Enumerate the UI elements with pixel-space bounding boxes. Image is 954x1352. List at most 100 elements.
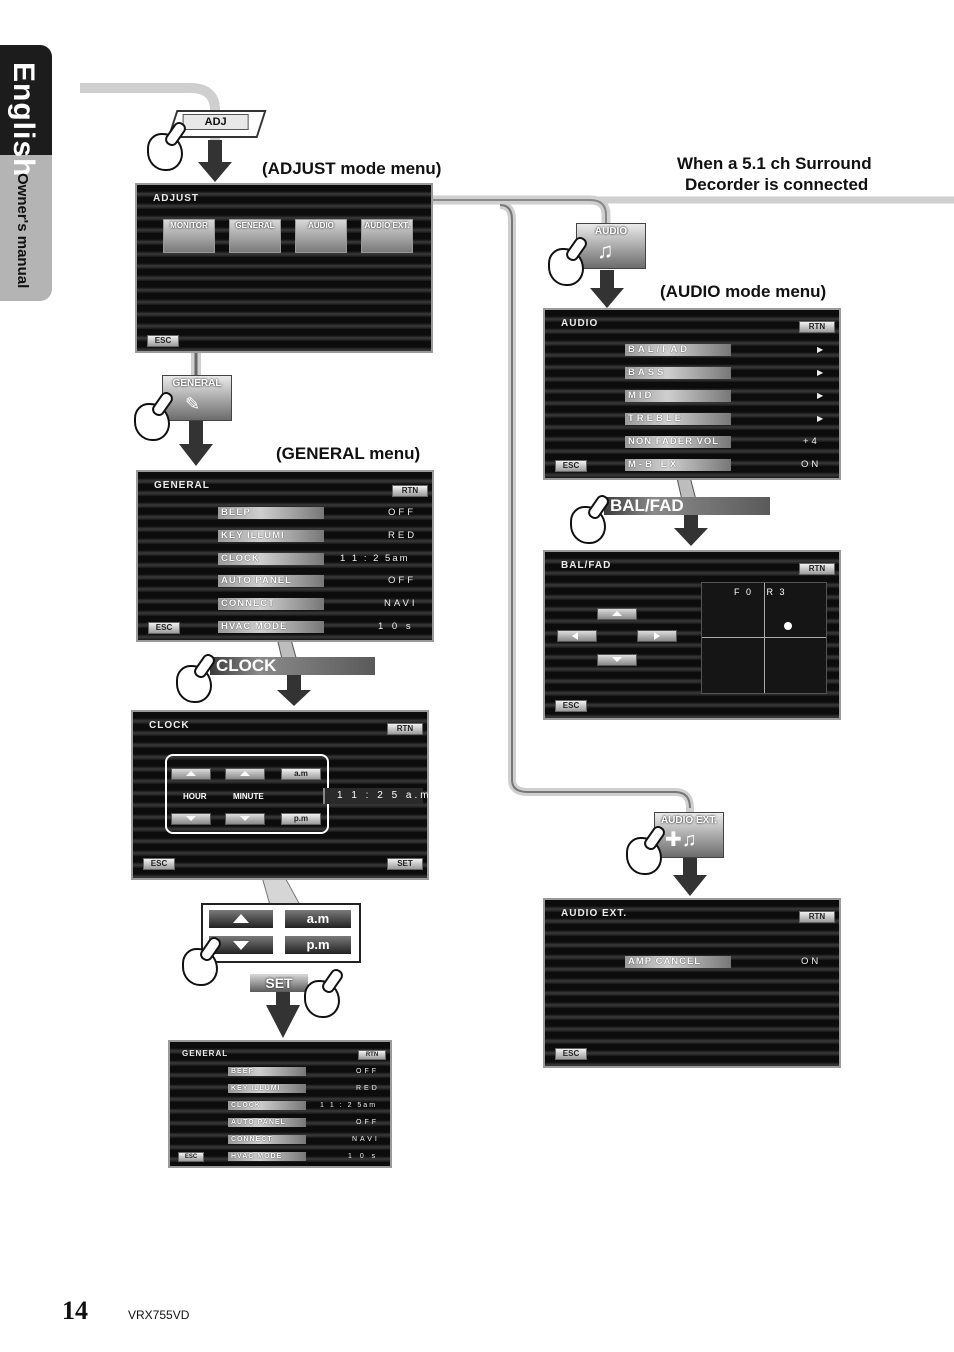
audio-ext-icon-label: AUDIO EXT. bbox=[660, 815, 718, 826]
screen-title: GENERAL bbox=[154, 480, 210, 491]
caption-surround-line2: Decorder is connected bbox=[685, 175, 869, 194]
audio-ext-icon-key[interactable]: AUDIO EXT. ✚♫ bbox=[654, 812, 724, 858]
hand-pointer-icon bbox=[548, 248, 584, 286]
clock-banner[interactable]: CLOCK bbox=[210, 657, 375, 675]
audio-row-balfad[interactable]: BAL/FAD▶ bbox=[625, 344, 833, 358]
tab-general[interactable]: GENERAL bbox=[229, 219, 281, 253]
model-name: VRX755VD bbox=[128, 1308, 190, 1322]
esc-button[interactable]: ESC bbox=[148, 622, 180, 634]
fader-front-button[interactable] bbox=[597, 608, 637, 620]
audio-screen: AUDIO RTN BAL/FAD▶ BASS▶ MID▶ TREBLE▶ NO… bbox=[543, 308, 841, 480]
zoom-am-button[interactable]: a.m bbox=[285, 910, 351, 928]
audio-row-mid[interactable]: MID▶ bbox=[625, 390, 833, 404]
adjust-screen: ADJUST MONITOR GENERAL AUDIO AUDIO EXT. … bbox=[135, 183, 433, 353]
hand-pointer-icon bbox=[626, 837, 662, 875]
esc-button[interactable]: ESC bbox=[555, 1048, 587, 1060]
rtn-button[interactable]: RTN bbox=[799, 321, 835, 333]
rtn-button[interactable]: RTN bbox=[387, 723, 423, 735]
page-number: 14 bbox=[62, 1296, 88, 1325]
pm-button[interactable]: p.m bbox=[281, 813, 321, 825]
rtn-button[interactable]: RTN bbox=[799, 911, 835, 923]
rtn-button[interactable]: RTN bbox=[358, 1050, 386, 1060]
audio-row-treble[interactable]: TREBLE▶ bbox=[625, 413, 833, 427]
zoom-pm-button[interactable]: p.m bbox=[285, 936, 351, 954]
caption-audio-menu: (AUDIO mode menu) bbox=[660, 282, 827, 301]
balfad-banner[interactable]: BAL/FAD bbox=[604, 497, 770, 515]
hour-up-button[interactable] bbox=[171, 768, 211, 780]
music-note-icon: ♫ bbox=[597, 238, 614, 263]
hand-pointer-icon bbox=[176, 665, 212, 703]
set-button[interactable]: SET bbox=[387, 858, 423, 870]
audio-icon-key[interactable]: AUDIO ♫ bbox=[576, 223, 646, 269]
connector-top bbox=[80, 83, 220, 150]
esc-button[interactable]: ESC bbox=[143, 858, 175, 870]
plus-music-icon: ✚♫ bbox=[665, 829, 697, 851]
minute-down-button[interactable] bbox=[225, 813, 265, 825]
esc-button[interactable]: ESC bbox=[178, 1152, 204, 1162]
rtn-button[interactable]: RTN bbox=[799, 563, 835, 575]
tab-monitor[interactable]: MONITOR bbox=[163, 219, 215, 253]
zoom-set-button[interactable]: SET bbox=[250, 974, 308, 992]
language-label: English bbox=[7, 62, 40, 178]
audio-row-non-fader-vol[interactable]: NON FADER VOL+4 bbox=[625, 436, 833, 450]
audio-icon-label: AUDIO bbox=[594, 226, 628, 237]
zoom-up-button[interactable] bbox=[209, 910, 273, 928]
balance-right-button[interactable] bbox=[637, 630, 677, 642]
hand-pointer-icon bbox=[304, 980, 340, 1018]
audio-row-bass[interactable]: BASS▶ bbox=[625, 367, 833, 381]
balfad-screen: BAL/FAD RTN F 0 R 3 ESC bbox=[543, 550, 841, 720]
minute-up-button[interactable] bbox=[225, 768, 265, 780]
hour-down-button[interactable] bbox=[171, 813, 211, 825]
balfad-readout: F 0 R 3 bbox=[734, 587, 787, 597]
manual-label: Owner's manual bbox=[14, 173, 31, 289]
caption-surround-line1: When a 5.1 ch Surround bbox=[677, 154, 872, 173]
down-arrows bbox=[179, 140, 708, 1038]
tab-audio-ext[interactable]: AUDIO EXT. bbox=[361, 219, 413, 253]
clock-time-display: 1 1 : 2 5 a.m. bbox=[323, 788, 434, 804]
zoom-down-button[interactable] bbox=[209, 936, 273, 954]
screen-title: AUDIO EXT. bbox=[561, 908, 628, 919]
screen-title: CLOCK bbox=[149, 720, 190, 731]
general-icon-key[interactable]: GENERAL ✎ bbox=[162, 375, 232, 421]
hand-pointer-icon bbox=[182, 948, 218, 986]
esc-button[interactable]: ESC bbox=[555, 460, 587, 472]
adj-key-label: ADJ bbox=[182, 114, 249, 130]
screen-title: BAL/FAD bbox=[561, 560, 612, 571]
screen-title: ADJUST bbox=[153, 193, 200, 204]
esc-button[interactable]: ESC bbox=[147, 335, 179, 347]
am-button[interactable]: a.m bbox=[281, 768, 321, 780]
hand-pointer-icon bbox=[147, 133, 183, 171]
balance-left-button[interactable] bbox=[557, 630, 597, 642]
hand-pointer-icon bbox=[570, 506, 606, 544]
general-icon-label: GENERAL bbox=[172, 378, 222, 389]
esc-button[interactable]: ESC bbox=[555, 700, 587, 712]
side-tab-header bbox=[0, 45, 52, 155]
tab-audio[interactable]: AUDIO bbox=[295, 219, 347, 253]
screen-title: GENERAL bbox=[182, 1049, 229, 1058]
wrench-icon: ✎ bbox=[185, 394, 201, 414]
hand-pointer-icon bbox=[134, 403, 170, 441]
minute-label: MINUTE bbox=[233, 792, 264, 801]
hour-label: HOUR bbox=[183, 792, 207, 801]
rtn-button[interactable]: RTN bbox=[392, 485, 428, 497]
fader-rear-button[interactable] bbox=[597, 654, 637, 666]
balfad-position-dot bbox=[784, 622, 792, 630]
screen-title: AUDIO bbox=[561, 318, 599, 329]
caption-adjust-menu: (ADJUST mode menu) bbox=[262, 159, 442, 178]
